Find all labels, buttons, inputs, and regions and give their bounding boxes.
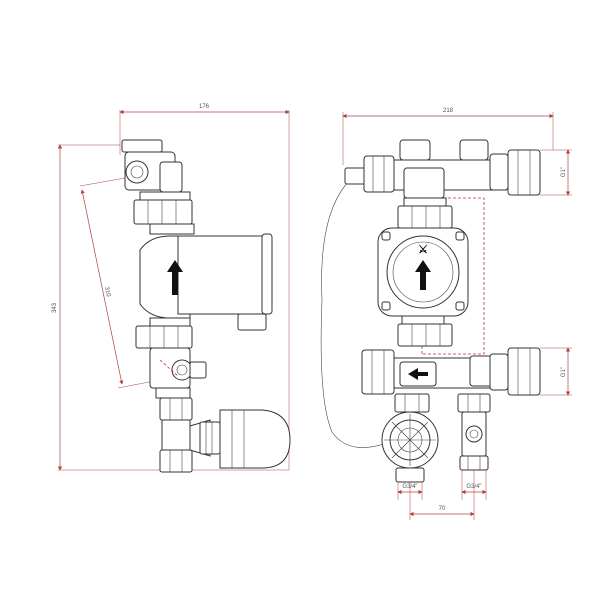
side-view: 176 343 310	[52, 104, 291, 473]
capillary-tube	[320, 177, 385, 448]
mixing-arrow-icon	[408, 368, 428, 380]
side-upper-union	[133, 191, 193, 225]
front-thread-top-dimension: G1"	[540, 149, 572, 196]
bypass-hidden-line	[422, 197, 485, 355]
side-lower-union	[135, 317, 193, 349]
side-width-label: 176	[199, 104, 210, 110]
pump-logo-icon: ⚔	[418, 244, 428, 256]
side-flow-arrow-icon	[167, 260, 183, 295]
side-ball-valve	[149, 347, 207, 389]
side-pump	[139, 223, 273, 331]
front-bottom-dimensions: G3/4" G3/4" 70	[397, 470, 487, 520]
front-width-dimension: 218	[342, 108, 554, 165]
front-top-manifold	[344, 139, 541, 199]
front-pump: ⚔	[377, 227, 469, 317]
front-left-outlet	[381, 393, 439, 483]
side-diagonal-label: 310	[103, 286, 111, 298]
side-width-dimension: 176	[119, 104, 290, 470]
front-lower-manifold	[361, 347, 541, 396]
front-spacing-label: 70	[439, 506, 446, 512]
front-right-outlet	[457, 393, 491, 471]
side-thermostatic-head	[199, 409, 291, 469]
front-thread-mid-dimension: G1"	[540, 347, 572, 396]
front-upper-union	[397, 197, 453, 229]
front-view: 218 G1" G1"	[320, 108, 572, 520]
front-flow-arrow-icon	[415, 260, 431, 290]
side-top-valve	[121, 139, 183, 193]
side-height-label: 343	[52, 302, 58, 313]
front-thread-top-label: G1"	[561, 167, 567, 177]
front-lower-union	[397, 315, 453, 347]
front-thread-mid-label: G1"	[561, 367, 567, 377]
front-width-label: 218	[443, 108, 454, 114]
